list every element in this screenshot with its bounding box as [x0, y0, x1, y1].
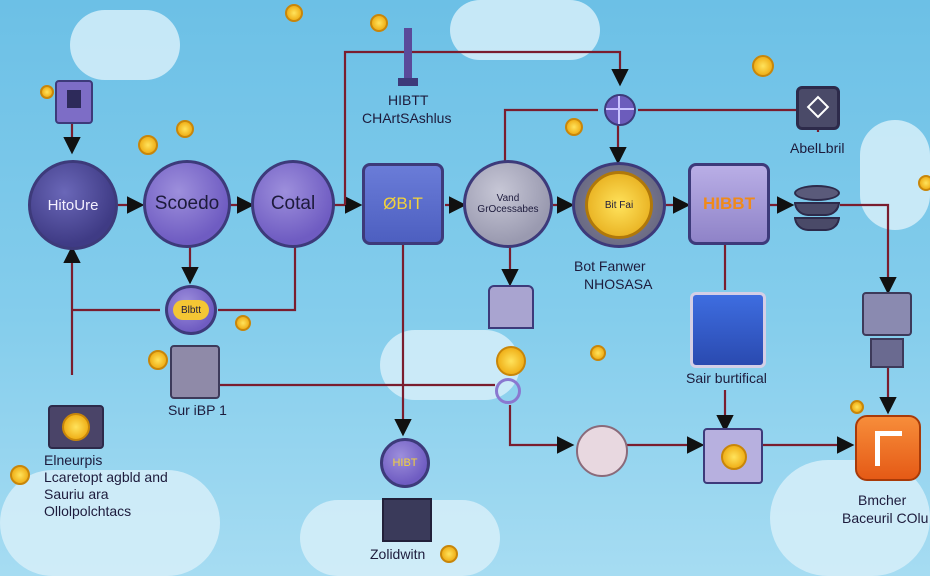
top-chart-label: CHArtSAshlus	[362, 110, 452, 126]
right-line-1: Bmcher	[858, 492, 907, 508]
scoedo-label: Scoedo	[154, 193, 220, 214]
tower-icon	[398, 28, 418, 86]
hitoure-label: HitoUre	[47, 196, 99, 214]
cotal-node[interactable]: Cotal	[251, 160, 335, 248]
small-coin-label: Blbtt	[180, 304, 201, 316]
left-line-1: Elneurpis	[44, 452, 103, 468]
coin-icon	[370, 14, 388, 32]
sur-ibp-label: Sur iBP 1	[168, 402, 227, 418]
coin-icon	[235, 315, 251, 331]
top-hibt-label: HIBTT	[388, 92, 429, 108]
hibt-box[interactable]: HIBBT	[688, 163, 770, 245]
device-icon	[55, 80, 93, 124]
bot-fanwer-label: Bot Fanwer	[574, 258, 646, 274]
zolidwith-label: Zolidwitn	[370, 546, 426, 562]
obit-box[interactable]: ØBıT	[362, 163, 444, 245]
cloud	[70, 10, 180, 80]
coin-icon	[10, 465, 30, 485]
right-line-2: Baceuril COlu	[842, 510, 929, 526]
coin-icon	[62, 413, 90, 441]
gold-coin-node[interactable]: Bit Fai	[572, 162, 666, 248]
coin-icon	[752, 55, 774, 77]
coin-icon	[285, 4, 303, 22]
cloud	[450, 0, 600, 60]
screen-icon	[690, 292, 766, 368]
coin-icon	[148, 350, 168, 370]
left-line-2: Lcaretopt agbld and	[44, 469, 168, 485]
sair-label: Sair burtifical	[686, 370, 767, 386]
left-line-3: Sauriu ara	[44, 486, 109, 502]
vand-node[interactable]: Vand GrOcessabes	[463, 160, 553, 248]
cloud	[860, 120, 930, 230]
bottom-coin-label: HIBT	[392, 457, 418, 469]
target-icon	[495, 378, 521, 404]
coin-icon	[138, 135, 158, 155]
coin-icon	[850, 400, 864, 414]
coin-icon	[721, 444, 747, 470]
cotal-label: Cotal	[270, 193, 316, 214]
nhosasa-label: NHOSASA	[584, 276, 653, 292]
obit-label: ØBıT	[383, 194, 423, 213]
laptop-icon	[382, 498, 432, 542]
lamp-icon	[488, 285, 534, 329]
bottom-coin-node[interactable]: HIBT	[380, 438, 430, 488]
small-coin-node[interactable]: Blbtt	[165, 285, 217, 335]
bag-icon	[703, 428, 763, 484]
kiosk-icon	[862, 292, 912, 368]
gold-coin-label: Bit Fai	[604, 199, 634, 211]
coin-icon	[918, 175, 930, 191]
robot-icon	[170, 345, 220, 399]
coin-icon	[176, 120, 194, 138]
vand-label: Vand GrOcessabes	[477, 193, 539, 215]
hibt-box-label: HIBBT	[703, 194, 755, 213]
hitoure-node[interactable]: HitoUre	[28, 160, 118, 250]
chest-icon	[48, 405, 104, 449]
left-line-4: Ollolpolchtacs	[44, 503, 132, 519]
scoedo-node[interactable]: Scoedo	[143, 160, 231, 248]
character-icon	[576, 425, 628, 477]
abelbril-label: AbelLbril	[790, 140, 845, 156]
gold-coin-face: Bit Fai	[585, 171, 653, 239]
coin-icon	[565, 118, 583, 136]
coin-icon	[40, 85, 54, 99]
coin-icon	[440, 545, 458, 563]
cloud	[0, 470, 220, 576]
coin-icon	[496, 346, 526, 376]
globe-icon	[604, 94, 636, 126]
small-coin-face: Blbtt	[173, 300, 209, 320]
coin-icon	[590, 345, 606, 361]
tablet-icon	[796, 86, 840, 130]
database-icon	[794, 185, 840, 231]
app-badge-icon[interactable]	[855, 415, 921, 481]
